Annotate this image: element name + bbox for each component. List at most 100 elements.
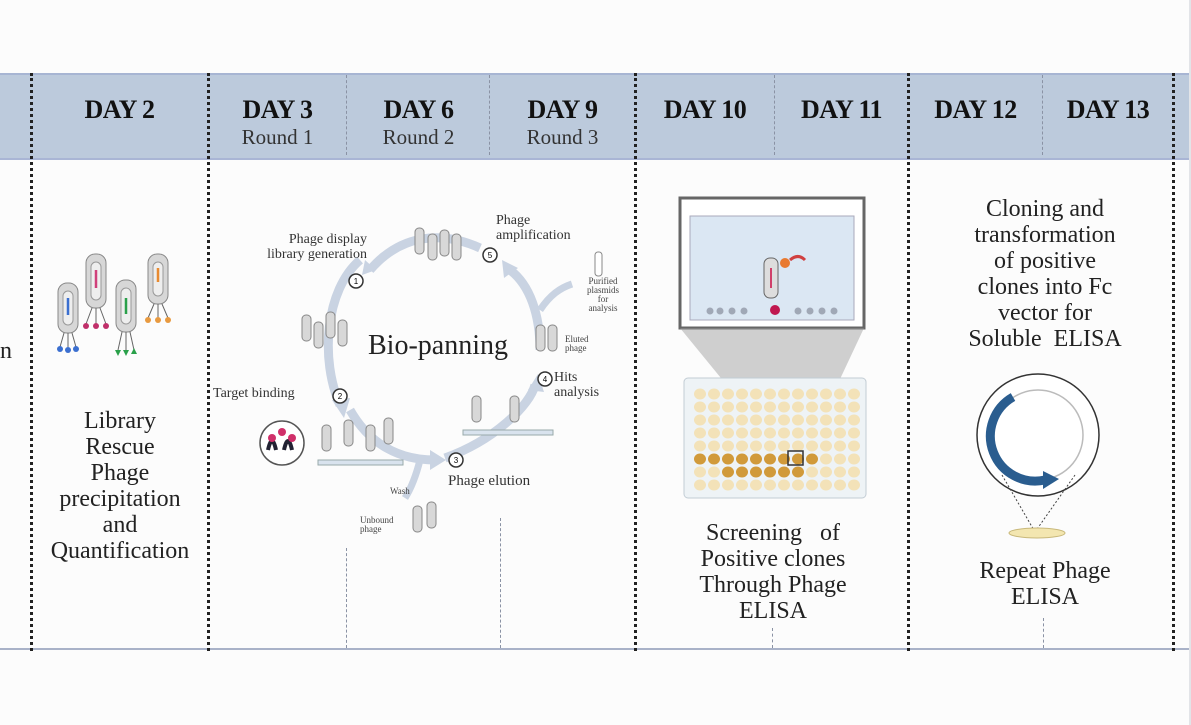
svg-text:5: 5 — [488, 251, 493, 260]
svg-text:1: 1 — [354, 277, 359, 286]
plate-well — [722, 414, 734, 426]
plate-well — [806, 427, 818, 439]
step-marker-1: 1 — [348, 273, 364, 289]
plate-well — [708, 401, 720, 413]
plate-well — [722, 401, 734, 413]
day10-description: Screening of Positive clones Through Pha… — [660, 520, 886, 624]
round-label: Round 1 — [241, 125, 314, 149]
panel-bottom-border — [0, 648, 1189, 650]
plate-well — [736, 414, 748, 426]
cycle-arrow — [430, 450, 446, 470]
plate-well — [764, 453, 776, 465]
separator-dashed — [1042, 75, 1043, 155]
plate-well — [820, 427, 832, 439]
separator-dashed — [346, 548, 347, 648]
plate-well — [792, 388, 804, 400]
plate-well — [778, 401, 790, 413]
plate-well — [736, 440, 748, 452]
plate-well — [722, 427, 734, 439]
phage-icon — [115, 279, 137, 356]
plate-well — [722, 466, 734, 478]
arrowhead — [1043, 471, 1059, 489]
text-line: phage — [360, 524, 382, 534]
plate-well — [694, 401, 706, 413]
text-line: Screening of — [706, 520, 840, 546]
plate-well — [848, 414, 860, 426]
plate-well — [764, 388, 776, 400]
petri-dish-icon — [1008, 527, 1066, 539]
plate-well — [834, 401, 846, 413]
step-marker-5: 5 — [482, 247, 498, 263]
header-day-2: DAY 2 — [32, 95, 207, 125]
header-day-13: DAY 13 — [1044, 95, 1172, 125]
plate-well — [764, 479, 776, 491]
cycle-arrow — [402, 459, 424, 500]
plate-well — [834, 388, 846, 400]
phage-icon — [57, 282, 79, 353]
day2-description: Library Rescue Phage precipitation and Q… — [36, 408, 204, 564]
plate-well — [722, 453, 734, 465]
plate-well — [806, 440, 818, 452]
plate-well — [806, 388, 818, 400]
plate-well — [792, 440, 804, 452]
biopanning-title: Bio-panning — [368, 330, 508, 361]
plate-well — [708, 479, 720, 491]
plate-well — [736, 453, 748, 465]
plate-well — [778, 466, 790, 478]
plate-well — [764, 401, 776, 413]
step-5-label: Phage amplification — [496, 213, 571, 243]
plate-well — [708, 414, 720, 426]
text-line: Purified — [588, 276, 618, 286]
step-marker-3: 3 — [448, 452, 464, 468]
plate-well — [778, 427, 790, 439]
plate-well — [736, 427, 748, 439]
plate-well — [750, 453, 762, 465]
text-line: Positive clones — [700, 546, 846, 572]
day13-description: Repeat Phage ELISA — [950, 558, 1140, 610]
separator-dashed — [489, 75, 490, 155]
plate-well — [694, 388, 706, 400]
text-line: Repeat Phage — [979, 558, 1111, 584]
plate-well — [722, 388, 734, 400]
day-label: DAY 13 — [1066, 95, 1150, 124]
text-line: Hits — [554, 370, 578, 385]
plate-well — [848, 427, 860, 439]
cycle-arrow — [528, 374, 544, 392]
text-line: Rescue — [85, 434, 155, 460]
plate-well — [834, 440, 846, 452]
plate-well — [694, 453, 706, 465]
plate-well — [694, 440, 706, 452]
plate-well — [736, 388, 748, 400]
plate-well — [750, 479, 762, 491]
day-label: DAY 2 — [84, 95, 155, 124]
text-line: library generation — [267, 247, 367, 262]
separator-dashed — [346, 75, 347, 155]
text-line: plasmids — [586, 285, 619, 295]
step-2-label: Target binding — [213, 386, 295, 401]
plate-well — [778, 414, 790, 426]
plasmid-vector-illustration — [976, 373, 1100, 539]
fc-insert-arrow — [985, 393, 1046, 486]
text-line: analysis — [554, 385, 600, 400]
cycle-arrow — [366, 233, 482, 273]
phage-icon — [83, 253, 109, 329]
text-line: Phage — [496, 213, 531, 228]
plate-well — [820, 414, 832, 426]
plate-well — [694, 414, 706, 426]
plate-well — [764, 440, 776, 452]
text-line: Library — [84, 408, 156, 434]
plate-well — [820, 479, 832, 491]
plate-well — [848, 466, 860, 478]
separator-dashed — [774, 75, 775, 155]
text-line: Soluble ELISA — [968, 326, 1122, 352]
separator-dashed — [500, 518, 501, 648]
step-marker-4: 4 — [537, 371, 553, 387]
step-1-label: Phage display library generation — [232, 232, 367, 262]
plate-well — [820, 401, 832, 413]
plate-well — [764, 427, 776, 439]
selected-well — [787, 450, 804, 466]
plate-well — [834, 479, 846, 491]
text-line: clones into Fc — [977, 274, 1113, 300]
plate-well — [820, 440, 832, 452]
scroll-edge — [1189, 0, 1191, 725]
